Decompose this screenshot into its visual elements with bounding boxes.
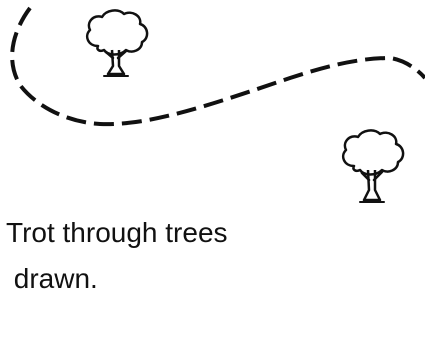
tree-icon bbox=[86, 9, 149, 77]
dashed-trail-path bbox=[10, 6, 425, 127]
caption-text: Trot through trees drawn. bbox=[6, 210, 418, 302]
caption-line-1: Trot through trees bbox=[6, 217, 228, 248]
tree-icon bbox=[342, 129, 405, 203]
caption-line-2: drawn. bbox=[6, 263, 98, 294]
